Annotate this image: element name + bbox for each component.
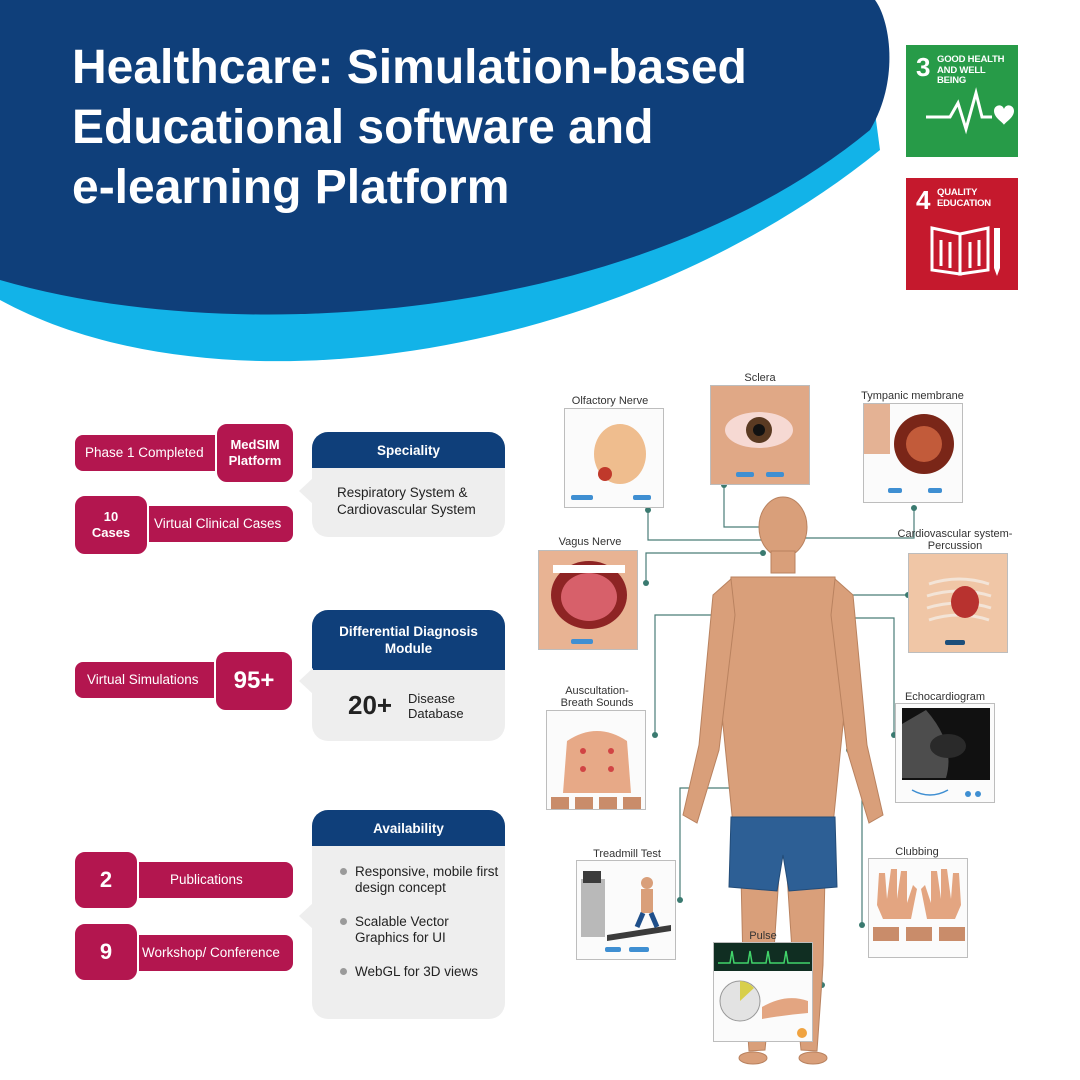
speciality-body: Respiratory System & Cardiovascular Syst… xyxy=(337,485,476,517)
cases-badge: 10 Cases xyxy=(73,494,149,556)
workshops-count: 9 xyxy=(99,939,113,964)
publications-count: 2 xyxy=(99,867,113,892)
sdg-4-tile: 4 QUALITY EDUCATION xyxy=(906,178,1018,290)
medsim-label: MedSIM Platform xyxy=(228,437,282,468)
anatomy-diagram: Olfactory Nerve Sclera Tympanic membrane xyxy=(530,360,1080,1065)
simulations-badge: 95+ xyxy=(214,650,294,712)
workshops-badge: 9 xyxy=(73,922,139,982)
treadmill-label: Treadmill Test xyxy=(593,848,661,860)
simulations-count: 95+ xyxy=(233,667,275,694)
cardio-label: Cardiovascular system- Percussion xyxy=(897,528,1013,552)
availability-item: WebGL for 3D views xyxy=(340,964,506,980)
availability-item: Scalable Vector Graphics for UI xyxy=(340,914,506,946)
cases-count: 10 Cases xyxy=(91,509,131,540)
olfactory-illustration xyxy=(571,424,651,500)
workshops-label: Workshop/ Conference xyxy=(142,945,280,960)
ear-illustration xyxy=(864,404,954,493)
heartbeat-icon xyxy=(926,87,1014,135)
vagus-label: Vagus Nerve xyxy=(558,536,622,548)
olfactory-panel xyxy=(564,408,664,508)
speciality-card: Speciality Respiratory System & Cardiova… xyxy=(312,432,505,537)
treadmill-illustration xyxy=(581,871,671,952)
tympanic-panel xyxy=(863,403,963,503)
availability-pointer xyxy=(299,903,313,929)
vagus-panel xyxy=(538,550,638,650)
diagnosis-title: Differential Diagnosis Module xyxy=(312,610,505,670)
medsim-badge: MedSIM Platform xyxy=(215,422,295,484)
diagnosis-label: Disease Database xyxy=(408,691,464,721)
hands-illustration xyxy=(873,869,965,941)
tympanic-label: Tympanic membrane xyxy=(861,390,964,402)
availability-card: Availability Responsive, mobile first de… xyxy=(312,810,505,1019)
auscultation-panel xyxy=(546,710,646,810)
human-body-figure xyxy=(682,496,884,1065)
workshops-pill: Workshop/ Conference xyxy=(130,935,293,971)
echo-panel xyxy=(895,703,995,803)
mouth-illustration xyxy=(539,551,637,649)
diagnosis-count: 20+ xyxy=(348,690,393,720)
title-line-1: Healthcare: Simulation-based xyxy=(72,41,747,94)
olfactory-label: Olfactory Nerve xyxy=(571,395,649,407)
clubbing-panel xyxy=(868,858,968,958)
title-line-2: Educational software and xyxy=(72,101,654,154)
simulations-label: Virtual Simulations xyxy=(87,672,199,687)
phase-label: Phase 1 Completed xyxy=(85,445,204,460)
sclera-panel xyxy=(710,385,810,485)
publications-pill: Publications xyxy=(130,862,293,898)
clubbing-label: Clubbing xyxy=(895,846,939,858)
sdg-3-tile: 3 GOOD HEALTH AND WELL BEING xyxy=(906,45,1018,157)
availability-list: Responsive, mobile first design concept … xyxy=(340,864,506,998)
sdg-label: GOOD HEALTH AND WELL BEING xyxy=(937,54,1005,86)
sdg-number: 3 xyxy=(916,52,931,82)
header-wave-background xyxy=(0,0,890,362)
availability-title: Availability xyxy=(312,810,505,846)
speciality-title: Speciality xyxy=(312,432,505,468)
pulse-panel xyxy=(713,942,813,1042)
pulse-label: Pulse xyxy=(749,930,777,942)
book-pencil-icon xyxy=(930,226,1000,276)
auscultation-label: Auscultation- Breath Sounds xyxy=(560,685,634,709)
page-title: Healthcare: Simulation-based Educational… xyxy=(72,38,852,218)
sdg-number: 4 xyxy=(916,185,931,215)
title-line-3: e-learning Platform xyxy=(72,161,510,214)
cardio-panel xyxy=(908,553,1008,653)
eye-illustration xyxy=(711,386,809,484)
simulations-pill: Virtual Simulations xyxy=(75,662,235,698)
diagnosis-card: Differential Diagnosis Module 20+ Diseas… xyxy=(312,610,505,741)
pulse-illustration xyxy=(714,943,812,1038)
phase-pill: Phase 1 Completed xyxy=(75,435,235,471)
publications-badge: 2 xyxy=(73,850,139,910)
availability-item: Responsive, mobile first design concept xyxy=(340,864,506,896)
sdg-label: QUALITY EDUCATION xyxy=(937,187,991,209)
sclera-label: Sclera xyxy=(744,372,776,384)
echocardiogram-illustration xyxy=(902,708,990,797)
speciality-pointer xyxy=(299,478,313,504)
echo-label: Echocardiogram xyxy=(904,691,986,703)
cases-pill: Virtual Clinical Cases xyxy=(130,506,293,542)
treadmill-panel xyxy=(576,860,676,960)
ribcage-illustration xyxy=(909,554,1007,652)
publications-label: Publications xyxy=(170,872,243,887)
chest-illustration xyxy=(551,731,641,809)
diagnosis-pointer xyxy=(299,668,313,694)
cases-label: Virtual Clinical Cases xyxy=(154,516,282,531)
